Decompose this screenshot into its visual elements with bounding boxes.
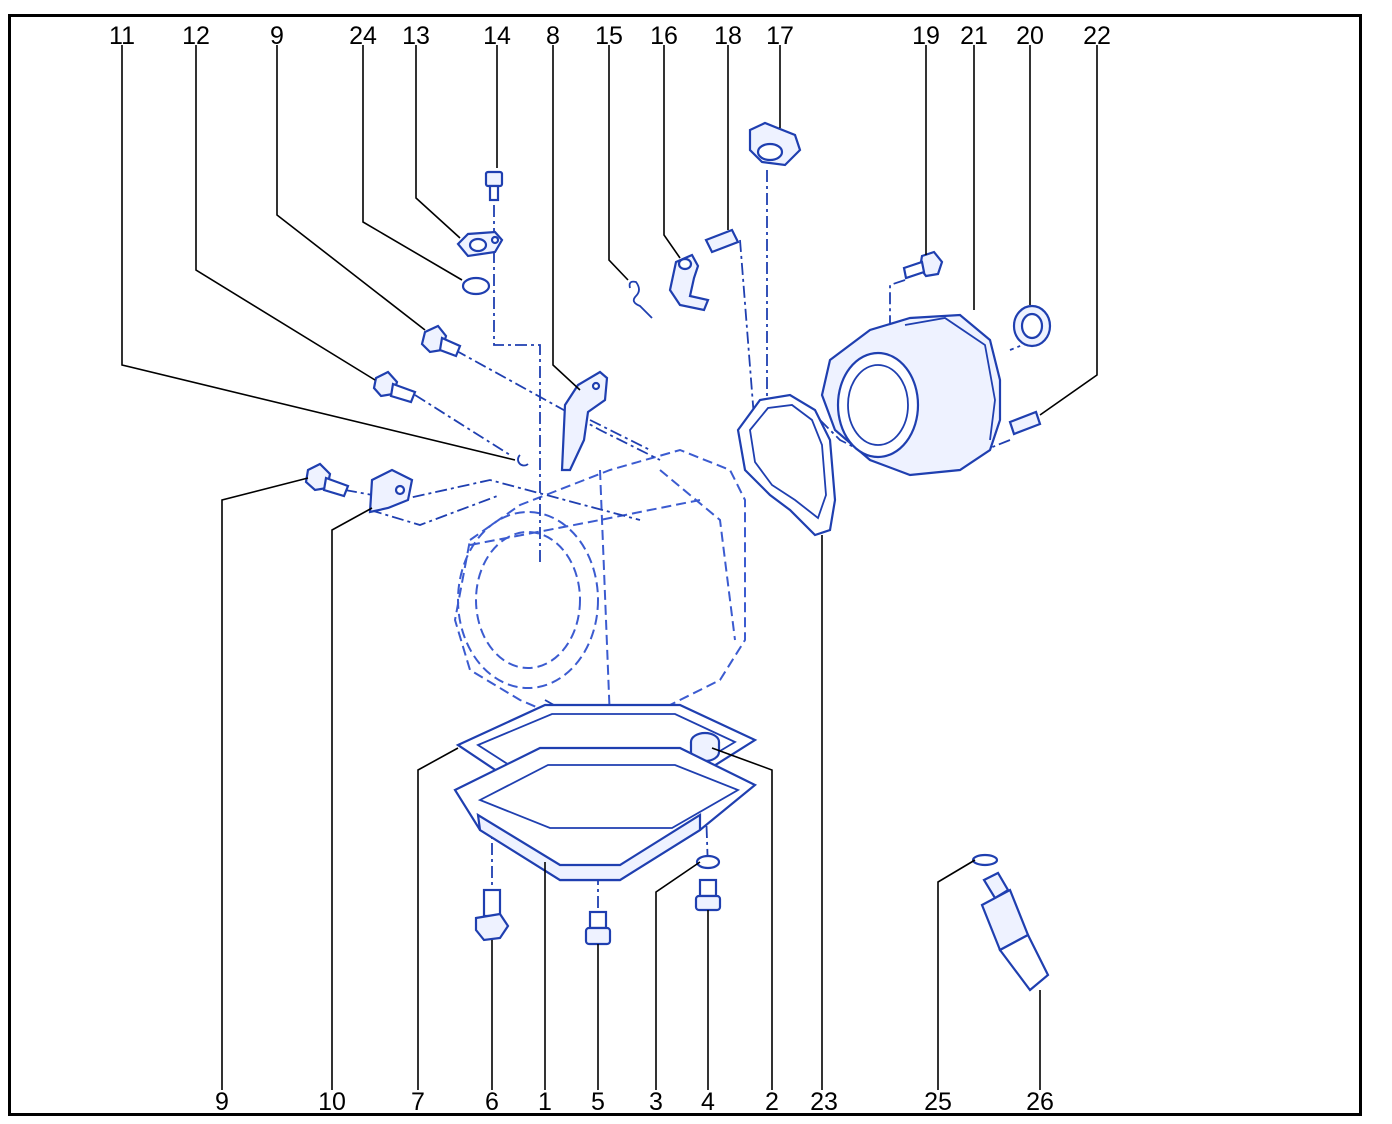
clip-11: [517, 454, 529, 467]
label-9-top: 9: [270, 22, 284, 50]
lever-16: [668, 253, 710, 312]
label-20: 20: [1016, 22, 1044, 50]
bolt-12: [372, 370, 417, 404]
transmission-case-ghost: [453, 448, 746, 732]
label-4: 4: [701, 1088, 715, 1116]
label-5: 5: [591, 1088, 605, 1116]
label-21: 21: [960, 22, 988, 50]
bolt-6: [474, 888, 510, 942]
bolt-9-upper: [420, 324, 462, 358]
label-17: 17: [766, 22, 794, 50]
plate-10: [368, 468, 414, 514]
label-6: 6: [485, 1088, 499, 1116]
o-ring-24: [461, 276, 491, 296]
label-2: 2: [765, 1088, 779, 1116]
drain-plug-4: [694, 878, 722, 912]
label-1: 1: [538, 1088, 552, 1116]
plug-5: [584, 910, 612, 946]
label-9-bottom: 9: [215, 1088, 229, 1116]
spring-15: [628, 280, 653, 319]
label-25: 25: [924, 1088, 952, 1116]
top-labels: 11 12 9 24 13 14 8 15 16 18 17 19 21 20 …: [109, 22, 1111, 50]
flange-13: [456, 230, 504, 258]
pin-22: [1008, 410, 1042, 436]
label-22: 22: [1083, 22, 1111, 50]
label-7: 7: [411, 1088, 425, 1116]
bracket-8: [560, 370, 609, 472]
label-3: 3: [649, 1088, 663, 1116]
oil-pan-1: [453, 746, 758, 882]
label-24: 24: [349, 22, 377, 50]
seal-20: [1012, 304, 1052, 348]
gasket-23: [736, 393, 837, 537]
label-12: 12: [182, 22, 210, 50]
leader-lines: [121, 45, 1098, 1090]
speedo-gear-26: [980, 871, 1050, 992]
pin-18: [704, 228, 740, 254]
label-13: 13: [402, 22, 430, 50]
extension-housing-21: [820, 313, 1002, 477]
label-23: 23: [810, 1088, 838, 1116]
label-10: 10: [318, 1088, 346, 1116]
o-ring-25: [971, 853, 999, 867]
label-26: 26: [1026, 1088, 1054, 1116]
label-19: 19: [912, 22, 940, 50]
bolt-9-lower: [304, 462, 350, 498]
label-15: 15: [595, 22, 623, 50]
label-16: 16: [650, 22, 678, 50]
bushing-17: [748, 121, 802, 167]
o-ring-3: [695, 854, 721, 870]
label-8: 8: [546, 22, 560, 50]
bolt-14: [484, 170, 504, 202]
label-14: 14: [483, 22, 511, 50]
label-11: 11: [109, 22, 135, 50]
bolt-19: [902, 250, 944, 280]
bottom-labels: 9 10 7 6 1 5 3 4 2 23 25 26: [215, 1088, 1054, 1116]
label-18: 18: [714, 22, 742, 50]
diagram-frame: [8, 14, 1362, 1116]
